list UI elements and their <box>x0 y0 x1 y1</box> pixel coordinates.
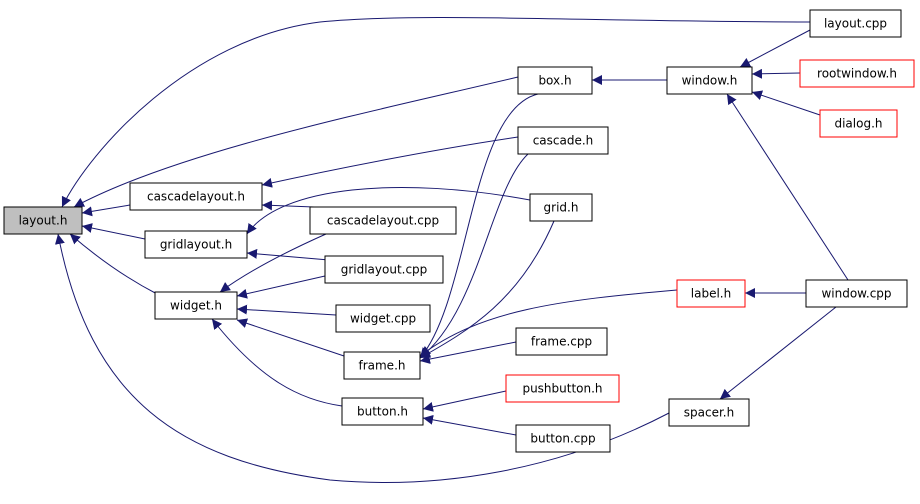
node-box <box>515 424 611 453</box>
node-label: frame.cpp <box>531 335 592 349</box>
node-label: dialog.h <box>834 117 882 131</box>
node-label: layout.h <box>19 214 68 228</box>
node-cascade-h[interactable]: cascade.h <box>517 126 609 155</box>
node-button-cpp[interactable]: button.cpp <box>515 424 611 453</box>
node-box <box>341 397 424 426</box>
node-box <box>515 327 608 356</box>
edge-cascadelayout-cpp-to-widget-h <box>219 233 327 293</box>
node-gridlayout-h[interactable]: gridlayout.h <box>144 230 248 259</box>
node-label: pushbutton.h <box>522 382 602 396</box>
edge-cascade-h-to-cascadelayout-h <box>261 136 519 188</box>
node-box <box>805 279 908 308</box>
edge-box-h-to-frame-h <box>419 93 539 359</box>
node-box <box>129 182 263 211</box>
node-box <box>809 9 902 38</box>
node-button-h[interactable]: button.h <box>341 397 424 426</box>
node-box-h[interactable]: box.h <box>517 66 593 95</box>
node-box <box>505 374 620 403</box>
node-box <box>144 230 248 259</box>
node-window-h[interactable]: window.h <box>666 66 753 95</box>
edge-box-h-to-layout-h <box>73 76 519 208</box>
node-label: label.h <box>691 287 731 301</box>
edge-frame-h-to-widget-h <box>236 318 345 357</box>
edge-pushbutton-h-to-button-h <box>422 390 507 412</box>
node-label: widget.h <box>170 299 222 313</box>
node-grid-h[interactable]: grid.h <box>529 193 593 222</box>
node-label: window.h <box>682 74 738 88</box>
node-rootwindow-h[interactable]: rootwindow.h <box>799 59 915 88</box>
node-box <box>676 279 746 308</box>
edge-cascadelayout-cpp-to-cascadelayout-h <box>261 200 315 211</box>
node-cascadelayout-h[interactable]: cascadelayout.h <box>129 182 263 211</box>
edge-rootwindow-h-to-window-h <box>751 68 801 79</box>
node-label: cascadelayout.cpp <box>327 214 439 228</box>
node-label: gridlayout.h <box>160 238 232 252</box>
node-widget-cpp[interactable]: widget.cpp <box>335 304 431 333</box>
edge-gridlayout-cpp-to-gridlayout-h <box>246 248 330 261</box>
edge-grid-h-to-frame-h <box>419 220 555 359</box>
node-label: widget.cpp <box>350 312 416 326</box>
node-box <box>154 291 238 320</box>
edge-label-h-to-frame-h <box>419 289 678 357</box>
node-box <box>309 206 457 235</box>
edge-layout-cpp-to-window-h <box>739 29 811 68</box>
node-gridlayout-cpp[interactable]: gridlayout.cpp <box>324 255 444 284</box>
nodes-layer: layout.h cascadelayout.h gridlayout.h widge… <box>3 9 915 453</box>
node-box <box>3 206 83 235</box>
edge-window-cpp-to-window-h <box>726 93 849 281</box>
node-label: cascadelayout.h <box>147 190 245 204</box>
node-window-cpp[interactable]: window.cpp <box>805 279 908 308</box>
node-widget-h[interactable]: widget.h <box>154 291 238 320</box>
node-frame-cpp[interactable]: frame.cpp <box>515 327 608 356</box>
edge-widget-cpp-to-widget-h <box>236 304 337 316</box>
node-spacer-h[interactable]: spacer.h <box>668 398 750 427</box>
node-label: cascade.h <box>533 134 594 148</box>
node-box <box>343 351 421 380</box>
node-label: rootwindow.h <box>817 67 897 81</box>
node-frame-h[interactable]: frame.h <box>343 351 421 380</box>
node-box <box>529 193 593 222</box>
node-layout-cpp[interactable]: layout.cpp <box>809 9 902 38</box>
node-label: frame.h <box>358 359 405 373</box>
edge-gridlayout-cpp-to-widget-h <box>236 275 326 299</box>
edge-cascadelayout-h-to-layout-h <box>81 204 131 217</box>
node-box <box>666 66 753 95</box>
node-cascadelayout-cpp[interactable]: cascadelayout.cpp <box>309 206 457 235</box>
node-label: gridlayout.cpp <box>341 263 428 277</box>
node-box <box>324 255 444 284</box>
edge-layout-cpp-to-layout-h <box>61 17 811 208</box>
edge-gridlayout-h-to-layout-h <box>81 223 146 240</box>
edge-button-cpp-to-button-h <box>422 414 517 436</box>
edge-button-h-to-widget-h <box>211 318 343 407</box>
node-label: grid.h <box>544 201 579 215</box>
node-label: button.cpp <box>530 432 595 446</box>
node-layout-h[interactable]: layout.h <box>3 206 83 235</box>
edge-grid-h-to-gridlayout-h <box>246 186 531 235</box>
edge-cascade-h-to-frame-h <box>419 153 529 359</box>
edge-spacer-h-to-layout-h <box>54 233 670 483</box>
edges-layer <box>54 17 849 483</box>
node-box <box>517 126 609 155</box>
edge-dialog-h-to-window-h <box>751 90 821 116</box>
node-box <box>517 66 593 95</box>
node-box <box>335 304 431 333</box>
node-box <box>799 59 915 88</box>
node-label: box.h <box>538 74 571 88</box>
node-pushbutton-h[interactable]: pushbutton.h <box>505 374 620 403</box>
edge-frame-cpp-to-frame-h <box>419 341 517 364</box>
node-box <box>668 398 750 427</box>
node-label: window.cpp <box>821 287 891 301</box>
edge-window-cpp-to-spacer-h <box>719 306 837 400</box>
node-label: layout.cpp <box>824 17 887 31</box>
node-box <box>819 109 898 138</box>
node-dialog-h[interactable]: dialog.h <box>819 109 898 138</box>
node-label: spacer.h <box>684 406 734 420</box>
edge-widget-h-to-layout-h <box>69 233 158 295</box>
node-label: button.h <box>357 405 408 419</box>
node-label-h[interactable]: label.h <box>676 279 746 308</box>
